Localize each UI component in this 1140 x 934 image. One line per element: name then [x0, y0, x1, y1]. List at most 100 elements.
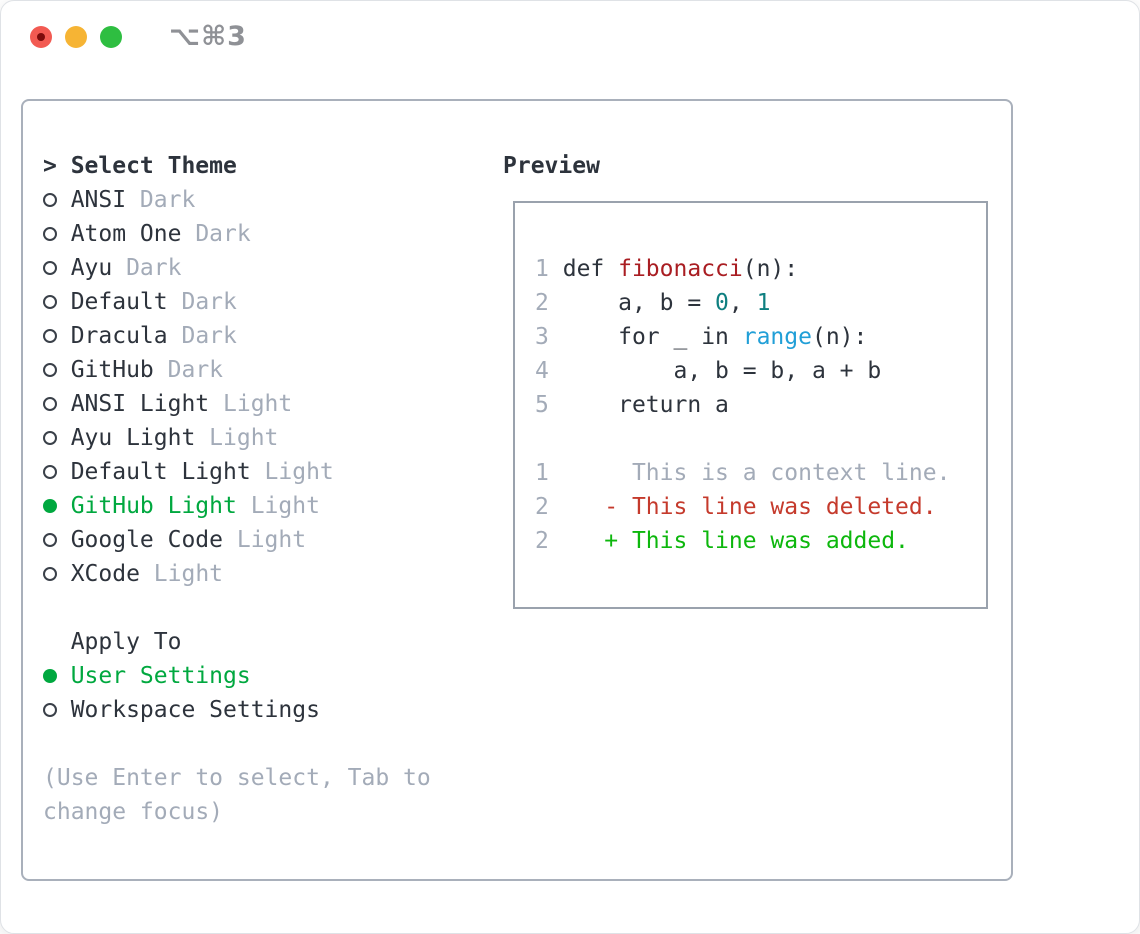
item-label: User Settings	[70, 663, 251, 689]
radio-icon	[43, 329, 71, 343]
traffic-lights	[30, 26, 122, 48]
item-variant-label: Dark	[139, 187, 196, 213]
radio-icon	[43, 703, 71, 717]
radio-circle	[43, 329, 57, 343]
line-number: 1	[535, 460, 549, 486]
radio-icon	[43, 295, 71, 309]
line-number: 2	[535, 290, 549, 316]
radio-circle	[43, 669, 57, 683]
item-label: GitHub	[70, 357, 154, 383]
item-label: Ayu	[70, 255, 113, 281]
theme-option-default[interactable]: Default Dark	[43, 285, 458, 319]
item-variant-label: Light	[264, 459, 334, 485]
item-variant-label: Dark	[181, 289, 237, 315]
item-label: Workspace Settings	[70, 697, 320, 723]
line-number: 2	[535, 528, 549, 554]
line-number: 1	[535, 256, 549, 282]
code-segment-added: + This line was added.	[562, 528, 909, 554]
radio-icon	[43, 397, 71, 411]
item-variant-label: Dark	[195, 221, 251, 247]
preview-line: 1 def fibonacci(n):	[535, 252, 986, 286]
theme-picker-title: Select Theme	[70, 153, 237, 179]
radio-circle	[43, 533, 57, 547]
preview-line: 1 This is a context line.	[535, 456, 986, 490]
item-variant-label: Dark	[167, 357, 224, 383]
item-label: Ayu Light	[70, 425, 196, 451]
theme-option-ayu[interactable]: Ayu Dark	[43, 251, 458, 285]
code-segment-text: a, b =	[562, 290, 716, 316]
close-icon[interactable]	[30, 26, 52, 48]
item-label: Default	[70, 289, 168, 315]
apply-to-title: Apply To	[70, 629, 182, 655]
radio-circle	[43, 193, 57, 207]
code-segment-text: for _ in	[562, 324, 743, 350]
apply-option-workspace-settings[interactable]: Workspace Settings	[43, 693, 458, 727]
radio-circle	[43, 363, 57, 377]
item-variant-label: Dark	[181, 323, 237, 349]
code-segment-text: (n):	[811, 324, 868, 350]
preview-line: 3 for _ in range(n):	[535, 320, 986, 354]
code-segment-text: ,	[728, 290, 757, 316]
radio-icon	[43, 533, 71, 547]
item-label: Dracula	[70, 323, 168, 349]
minimize-icon[interactable]	[65, 26, 87, 48]
radio-circle	[43, 397, 57, 411]
code-segment-deleted: - This line was deleted.	[562, 494, 937, 520]
code-segment-context: This is a context line.	[562, 460, 951, 486]
theme-option-default-light[interactable]: Default Light Light	[43, 455, 458, 489]
radio-circle	[43, 499, 57, 513]
theme-option-dracula[interactable]: Dracula Dark	[43, 319, 458, 353]
item-label: ANSI Light	[70, 391, 210, 417]
radio-circle	[43, 295, 57, 309]
theme-option-atom-one[interactable]: Atom One Dark	[43, 217, 458, 251]
radio-icon	[43, 431, 71, 445]
preview-line: 2 a, b = 0, 1	[535, 286, 986, 320]
theme-option-github-light[interactable]: GitHub Light Light	[43, 489, 458, 523]
item-label: Atom One	[70, 221, 182, 247]
item-label: Default Light	[70, 459, 251, 485]
radio-icon	[43, 193, 71, 207]
code-segment-text: def	[562, 256, 619, 282]
preview-line: 4 a, b = b, a + b	[535, 354, 986, 388]
theme-option-github[interactable]: GitHub Dark	[43, 353, 458, 387]
code-segment-function: fibonacci	[618, 256, 743, 282]
radio-icon	[43, 465, 71, 479]
code-segment-text: a, b = b, a + b	[562, 358, 882, 384]
preview-line: 5 return a	[535, 388, 986, 422]
item-variant-label: Dark	[126, 255, 182, 281]
code-segment-text: return a	[562, 392, 729, 418]
item-variant-label: Light	[223, 391, 293, 417]
radio-circle	[43, 261, 57, 275]
radio-circle	[43, 431, 57, 445]
radio-selected-icon	[43, 499, 71, 513]
line-number: 3	[535, 324, 549, 350]
item-variant-label: Light	[236, 527, 307, 553]
radio-circle	[43, 567, 57, 581]
item-variant-label: Light	[209, 425, 279, 451]
item-label: GitHub Light	[70, 493, 237, 519]
theme-option-ayu-light[interactable]: Ayu Light Light	[43, 421, 458, 455]
theme-option-ansi-light[interactable]: ANSI Light Light	[43, 387, 458, 421]
item-variant-label: Light	[250, 493, 320, 519]
radio-icon	[43, 567, 71, 581]
apply-option-user-settings[interactable]: User Settings	[43, 659, 458, 693]
radio-icon	[43, 261, 71, 275]
zoom-icon[interactable]	[100, 26, 122, 48]
preview-title: Preview	[503, 153, 600, 179]
line-number: 5	[535, 392, 549, 418]
code-segment-number: 0	[715, 290, 729, 316]
radio-circle	[43, 465, 57, 479]
code-segment-text: (n):	[742, 256, 799, 282]
code-segment-builtin: range	[742, 324, 812, 350]
item-label: XCode	[70, 561, 140, 587]
